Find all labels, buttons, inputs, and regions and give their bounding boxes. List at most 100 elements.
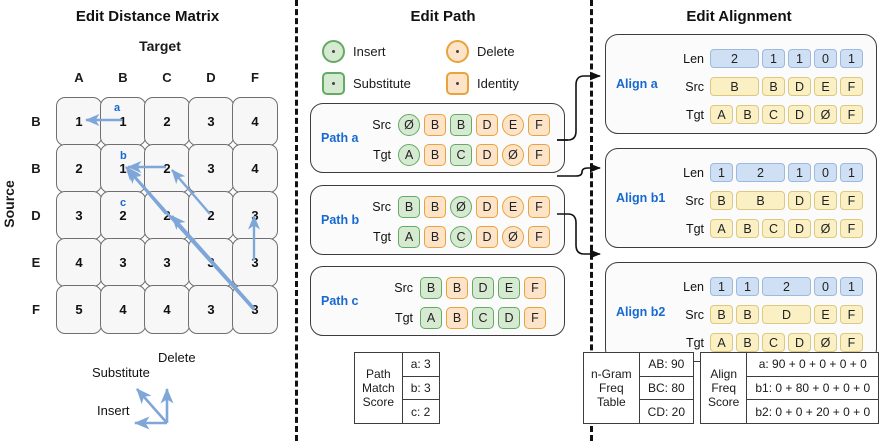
alignment-cell: D (788, 191, 811, 210)
path-cell: F (524, 307, 546, 329)
alignment-cell: A (710, 333, 733, 352)
path-tgt-label: Tgt (372, 230, 391, 244)
matrix-col-header: F (251, 70, 259, 85)
alignment-cell: Ø (814, 219, 837, 238)
path-cell: F (524, 277, 546, 299)
alignment-cell: C (762, 105, 785, 124)
table-row: c: 2 (411, 404, 431, 419)
alignment-cell: F (840, 333, 863, 352)
table-row: CD: 20 (647, 404, 686, 419)
alignment-cell: 1 (710, 163, 733, 182)
alignment-cell: 1 (788, 49, 811, 68)
path-src-label: Src (394, 281, 413, 295)
panel-title-matrix: Edit Distance Matrix (75, 8, 220, 25)
legend-item-delete: Delete (446, 40, 515, 63)
path-cell: B (424, 196, 446, 218)
path-cell: D (476, 226, 498, 248)
matrix-cell: 4 (232, 144, 278, 193)
path-name: Path a (321, 131, 359, 145)
alignment-cell: 1 (840, 277, 863, 296)
alignment-cell: 2 (710, 49, 759, 68)
alignment-row-label: Tgt (685, 221, 704, 236)
matrix-row-header: F (32, 302, 40, 317)
matrix-cell: 3 (188, 238, 234, 287)
legend-label: Insert (353, 44, 386, 59)
alignment-cell: B (710, 77, 759, 96)
table-title-line: Freq (598, 381, 624, 395)
identity-square-icon (446, 72, 469, 95)
path-cell: C (472, 307, 494, 329)
path-cell: F (528, 226, 550, 248)
path-cell: C (450, 226, 472, 248)
alignment-cell: B (710, 191, 733, 210)
matrix-cell: 4 (144, 285, 190, 334)
matrix-path-label-b: b (120, 150, 127, 162)
alignment-cell: D (788, 77, 811, 96)
path-cell: F (528, 144, 550, 166)
alignment-cell: B (710, 305, 733, 324)
table-row: b2: 0 + 0 + 20 + 0 + 0 (755, 404, 871, 419)
delete-circle-icon (446, 40, 469, 63)
path-cell: F (528, 196, 550, 218)
table-title-line: Table (596, 395, 626, 409)
alignment-cell: A (710, 219, 733, 238)
path-src-label: Src (372, 200, 391, 214)
matrix-target-label: Target (139, 38, 181, 54)
alignment-cell: B (736, 333, 759, 352)
matrix-legend-delete: Delete (158, 350, 196, 365)
matrix-cell: 3 (144, 238, 190, 287)
matrix-col-header: A (74, 70, 84, 85)
panel-divider-1 (295, 0, 298, 441)
path-cell: A (420, 307, 442, 329)
path-cell: B (424, 144, 446, 166)
legend-item-identity: Identity (446, 72, 519, 95)
path-cell: D (476, 196, 498, 218)
path-cell: Ø (502, 226, 524, 248)
alignment-cell: D (788, 333, 811, 352)
alignment-cell: E (814, 191, 837, 210)
path-cell: E (498, 277, 520, 299)
path-cell: B (424, 114, 446, 136)
alignment-cell: 1 (736, 277, 759, 296)
matrix-row-header: B (31, 114, 41, 129)
table-title-line: Align (710, 367, 738, 381)
table-row: b1: 0 + 80 + 0 + 0 + 0 (747, 377, 879, 401)
matrix-cell: 3 (232, 191, 278, 240)
matrix-row-header: B (31, 161, 41, 176)
matrix-legend-substitute: Substitute (92, 365, 150, 380)
alignment-cell: F (840, 191, 863, 210)
path-cell: B (446, 277, 468, 299)
path-cell: A (398, 144, 420, 166)
panel-title-alignment: Edit Alignment (686, 8, 792, 25)
path-cell: C (450, 144, 472, 166)
alignment-cell: C (762, 333, 785, 352)
alignment-cell: E (814, 77, 837, 96)
matrix-cell: 3 (188, 97, 234, 146)
path-cell: B (446, 307, 468, 329)
matrix-cell: 2 (56, 144, 102, 193)
alignment-cell: F (840, 105, 863, 124)
alignment-row-label: Len (683, 51, 704, 66)
alignment-cell: 1 (840, 49, 863, 68)
alignment-cell: 1 (840, 163, 863, 182)
